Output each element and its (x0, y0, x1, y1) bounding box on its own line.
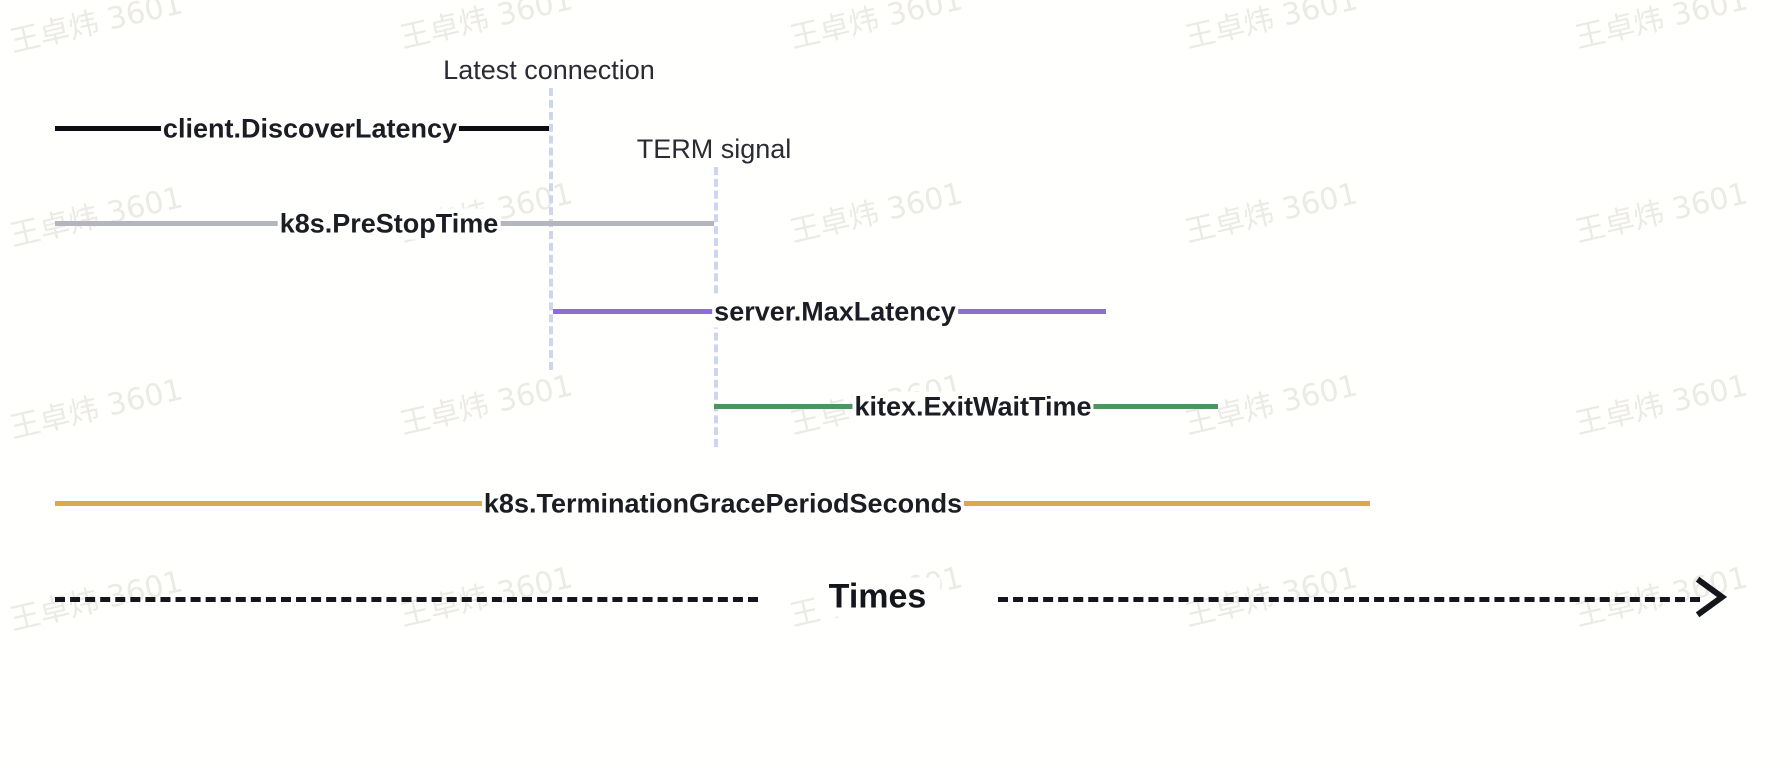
time-axis-line-left (55, 597, 758, 602)
watermark-text: 王卓炜 3601 (786, 176, 967, 250)
watermark-text: 王卓炜 3601 (1571, 176, 1752, 250)
timeline-label-k8s-prestop-time: k8s.PreStopTime (277, 208, 501, 239)
watermark-text: 王卓炜 3601 (6, 372, 187, 446)
arrow-right-icon (1692, 575, 1738, 624)
watermark-text: 王卓炜 3601 (396, 0, 577, 56)
time-axis-label: Times (814, 577, 941, 617)
watermark-text: 王卓炜 3601 (1181, 368, 1362, 442)
marker-line-latest-connection (549, 88, 553, 370)
marker-label-latest-connection: Latest connection (443, 55, 655, 85)
watermark-text: 王卓炜 3601 (1181, 176, 1362, 250)
timeline-label-client-discover-latency: client.DiscoverLatency (160, 113, 460, 144)
time-axis-line-right (997, 597, 1700, 602)
timeline-label-server-max-latency: server.MaxLatency (712, 296, 958, 327)
marker-label-term-signal: TERM signal (636, 134, 792, 164)
watermark-text: 王卓炜 3601 (786, 0, 967, 56)
timeline-label-kitex-exit-wait-time: kitex.ExitWaitTime (852, 391, 1094, 422)
watermark-text: 王卓炜 3601 (6, 180, 187, 254)
watermark-text: 王卓炜 3601 (6, 0, 187, 60)
watermark-text: 王卓炜 3601 (1571, 368, 1752, 442)
watermark-text: 王卓炜 3601 (396, 368, 577, 442)
watermark-text: 王卓炜 3601 (1181, 560, 1362, 634)
watermark-text: 王卓炜 3601 (396, 560, 577, 634)
timeline-label-k8s-termination-grace-period-seconds: k8s.TerminationGracePeriodSeconds (481, 488, 965, 519)
watermark-text: 王卓炜 3601 (1181, 0, 1362, 56)
watermark-text: 王卓炜 3601 (1571, 0, 1752, 56)
